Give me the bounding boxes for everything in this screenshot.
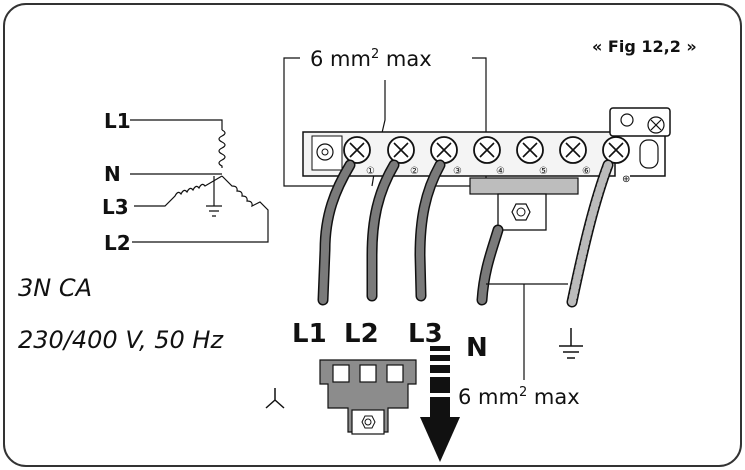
cable-spec-bottom: 6 mm2 max xyxy=(458,385,580,409)
star-symbol-icon xyxy=(265,388,285,409)
wire-label-l1: L1 xyxy=(292,319,327,349)
star-label-l3: L3 xyxy=(102,195,129,219)
figure-label: « Fig 12,2 » xyxy=(592,37,697,56)
figure-frame xyxy=(3,3,742,467)
supply-rating: 230/400 V, 50 Hz xyxy=(18,326,224,354)
cable-spec-top: 6 mm2 max xyxy=(310,47,432,71)
terminal-4: ④ xyxy=(496,166,505,177)
wire-label-l2: L2 xyxy=(344,319,379,349)
wire-label-l3: L3 xyxy=(408,319,443,349)
terminal-ground: ⊕ xyxy=(622,174,630,185)
star-label-l1: L1 xyxy=(104,109,131,133)
terminal-5: ⑤ xyxy=(539,166,548,177)
terminal-2: ② xyxy=(410,166,419,177)
spec-leader-bottom xyxy=(486,283,568,380)
terminal-3: ③ xyxy=(453,166,462,177)
supply-type: 3N CA xyxy=(18,274,92,302)
star-label-l2: L2 xyxy=(104,231,131,255)
terminal-1: ① xyxy=(366,166,375,177)
spec-bracket-right xyxy=(430,57,487,187)
star-connection-diagram: L1 N L3 L2 xyxy=(102,109,269,255)
star-label-n: N xyxy=(104,162,121,186)
terminal-screws xyxy=(343,136,630,164)
wires xyxy=(317,159,614,308)
star-bridge xyxy=(319,359,417,435)
terminal-6: ⑥ xyxy=(582,166,591,177)
down-arrow-icon xyxy=(420,346,460,462)
spec-bracket-left xyxy=(283,57,340,187)
terminal-block: ① ② ③ ④ ⑤ ⑥ ⊕ xyxy=(302,107,671,231)
ground-icon xyxy=(559,328,583,359)
wire-label-n: N xyxy=(466,333,488,363)
